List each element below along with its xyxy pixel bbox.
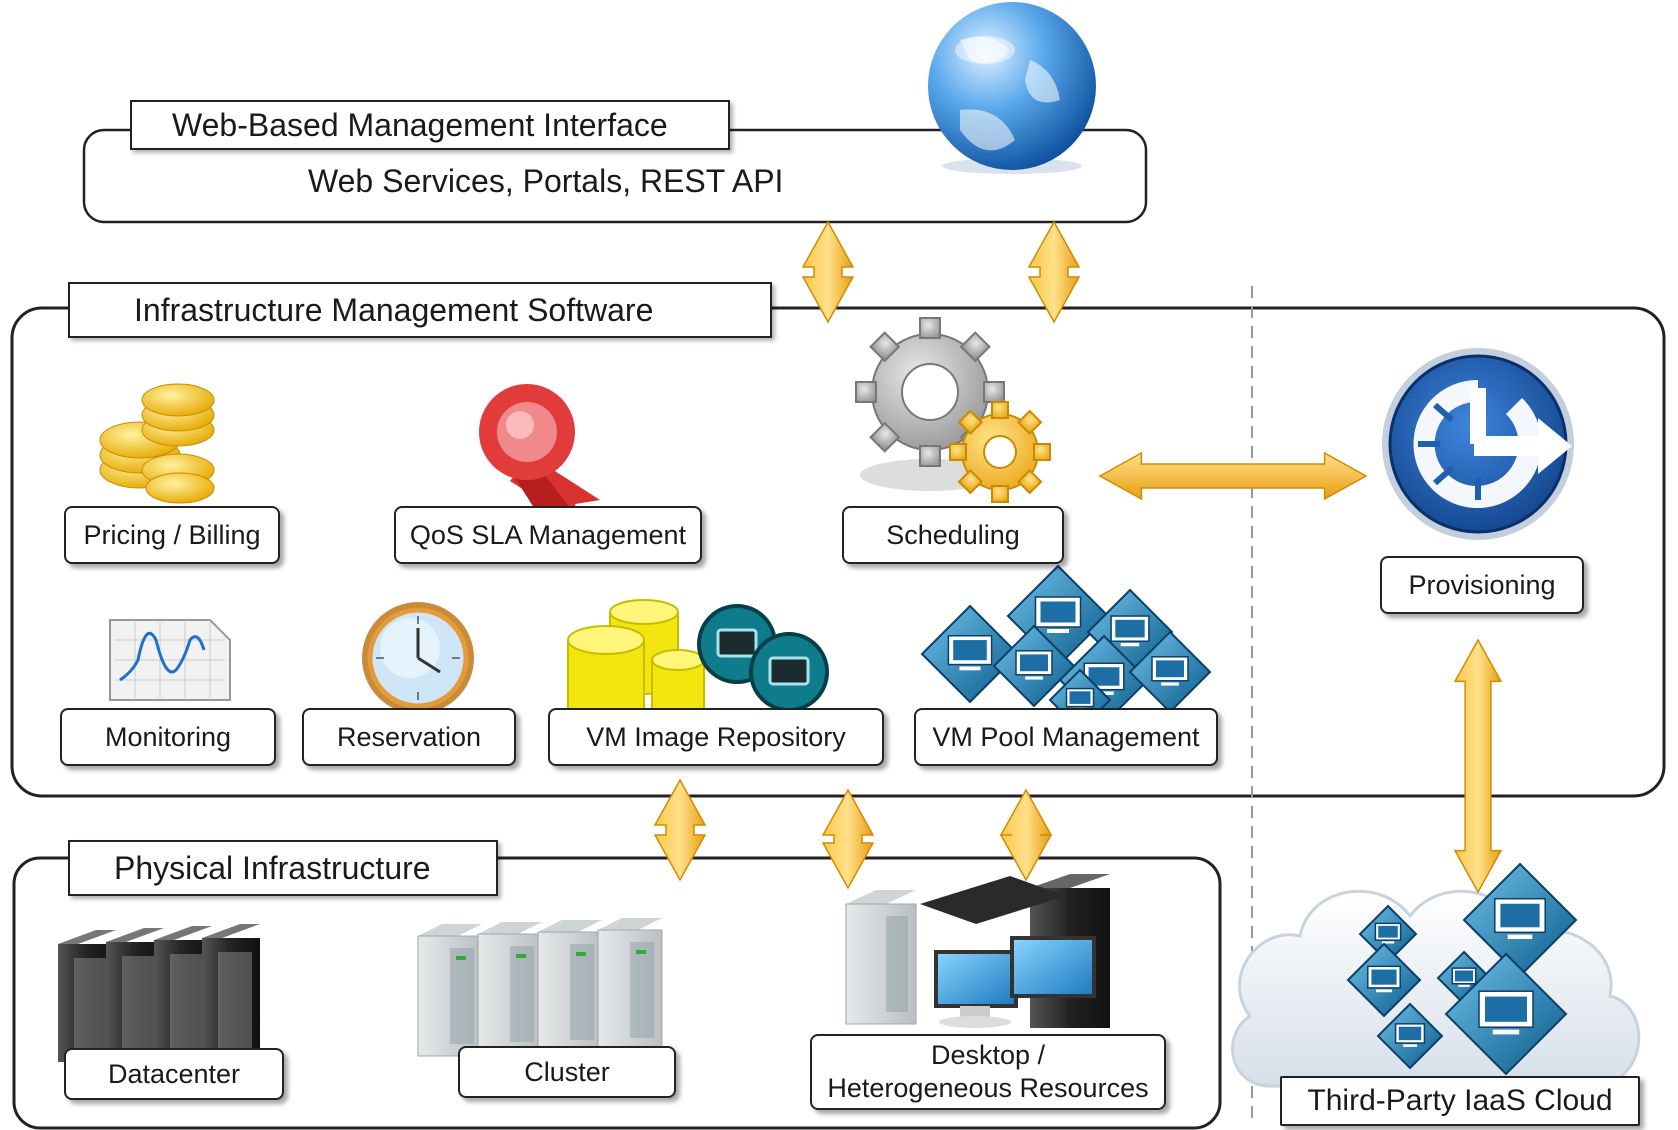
provisioning-icon <box>1382 348 1574 540</box>
infra-physical-arrow-3 <box>999 788 1053 882</box>
cloud-vm-tile-1 <box>1358 904 1418 964</box>
desktop-label: Desktop / Heterogeneous Resources <box>810 1034 1166 1110</box>
provisioning-label: Provisioning <box>1380 556 1584 614</box>
desktop-label-line1: Desktop / <box>930 1040 1046 1071</box>
pricing-billing-label: Pricing / Billing <box>64 506 280 564</box>
scheduling-label: Scheduling <box>842 506 1064 564</box>
desktop-label-line2: Heterogeneous Resources <box>827 1073 1149 1103</box>
cloud-vm-tile-6 <box>1376 1002 1444 1070</box>
vm-image-repository-label: VM Image Repository <box>548 708 884 766</box>
cloud-vm-tile-3 <box>1346 942 1422 1018</box>
infra-physical-arrow-1 <box>653 778 707 882</box>
infra-physical-arrow-2 <box>821 788 875 890</box>
datacenter-label: Datacenter <box>64 1048 284 1100</box>
scheduling-provisioning-arrow <box>1098 451 1368 501</box>
vm-cluster-icon <box>920 564 1212 732</box>
cloud-vm-tile-5 <box>1444 952 1568 1076</box>
provisioning-cloud-arrow <box>1453 638 1503 894</box>
database-icon <box>567 599 829 725</box>
web-infra-arrow-right <box>1027 220 1081 324</box>
cloud-vm-tile-2 <box>1462 862 1578 978</box>
infra-layer-title: Infrastructure Management Software <box>68 282 772 338</box>
datacenter-servers-icon <box>58 924 260 1062</box>
clock-icon <box>362 602 474 714</box>
coins-icon <box>99 383 215 504</box>
cloud-icon <box>1231 889 1641 1088</box>
web-infra-arrow-left <box>801 220 855 324</box>
cluster-label: Cluster <box>458 1046 676 1098</box>
vm-pool-management-label: VM Pool Management <box>914 708 1218 766</box>
chart-icon <box>109 619 231 701</box>
reservation-label: Reservation <box>302 708 516 766</box>
vm-tile-6 <box>1128 630 1212 714</box>
vm-tile-4 <box>992 624 1076 708</box>
globe-icon <box>928 2 1096 174</box>
web-layer-title: Web-Based Management Interface <box>130 100 730 150</box>
cluster-servers-icon <box>417 918 663 1057</box>
qos-sla-label: QoS SLA Management <box>394 506 702 564</box>
cloud-vm-icon <box>1346 862 1578 1076</box>
physical-layer-title: Physical Infrastructure <box>68 840 498 896</box>
gears-icon <box>855 317 1051 503</box>
arrows <box>653 220 1503 894</box>
desktop-icon <box>845 874 1110 1028</box>
web-layer-subtitle: Web Services, Portals, REST API <box>308 163 784 199</box>
vm-tile-1 <box>920 604 1020 704</box>
third-party-cloud-label: Third-Party IaaS Cloud <box>1280 1076 1640 1126</box>
monitoring-label: Monitoring <box>60 708 276 766</box>
